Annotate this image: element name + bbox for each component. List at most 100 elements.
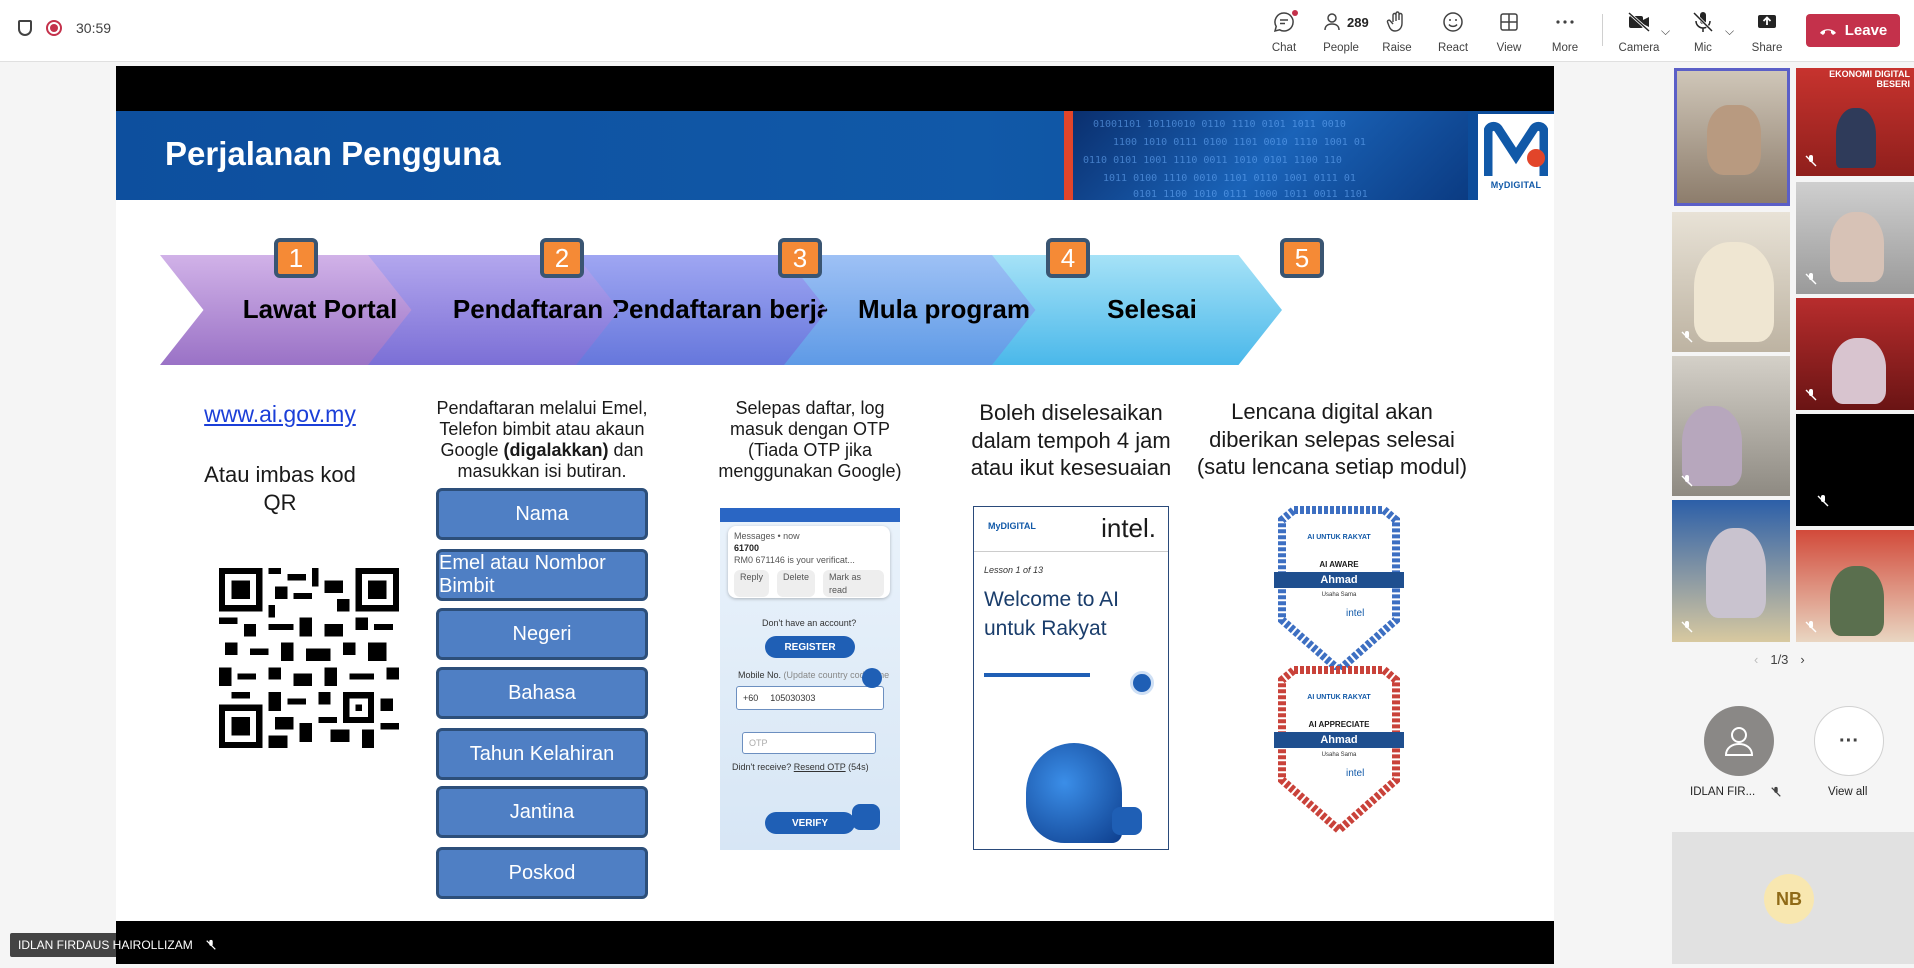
participant-tile-nb[interactable]: NB bbox=[1672, 832, 1914, 964]
meeting-toolbar: 30:59 Chat 289 People Raise React View M… bbox=[0, 0, 1914, 62]
share-button[interactable]: Share bbox=[1740, 10, 1794, 54]
avatar-initials: NB bbox=[1764, 874, 1814, 924]
view-all-label: View all bbox=[1828, 786, 1868, 798]
step-label-5: Selesai bbox=[1107, 294, 1197, 325]
recording-icon bbox=[46, 20, 62, 36]
mic-muted-icon bbox=[1805, 273, 1817, 285]
more-icon bbox=[1556, 20, 1574, 24]
program-description: Boleh diselesaikan dalam tempoh 4 jam at… bbox=[970, 400, 1172, 480]
participant-avatar[interactable] bbox=[1704, 706, 1774, 776]
people-count: 289 bbox=[1347, 15, 1369, 30]
accessibility-icon bbox=[862, 668, 882, 688]
page-indicator: 1/3 bbox=[1770, 652, 1789, 667]
step-arrow-5: Selesai bbox=[992, 255, 1282, 365]
registration-description: Pendaftaran melalui Emel, Telefon bimbit… bbox=[436, 398, 648, 482]
field-poskod: Poskod bbox=[436, 847, 648, 899]
login-description: Selepas daftar, log masuk dengan OTP (Ti… bbox=[718, 398, 902, 482]
registration-desc-text-end: dan masukkan isi butiran. bbox=[457, 440, 644, 482]
portal-link[interactable]: www.ai.gov.my bbox=[204, 401, 356, 427]
mic-muted-icon bbox=[1681, 475, 1693, 487]
course-card: MyDIGITAL intel. Lesson 1 of 13 Welcome … bbox=[973, 506, 1169, 850]
participant-video-tile[interactable] bbox=[1796, 414, 1914, 526]
participant-video-tile[interactable] bbox=[1796, 298, 1914, 410]
chat-icon bbox=[1273, 12, 1294, 33]
view-all-button[interactable]: ··· bbox=[1814, 706, 1884, 776]
card-brand: MyDIGITAL bbox=[988, 521, 1036, 531]
portal-link-block: www.ai.gov.my bbox=[180, 400, 380, 429]
badge-description: Lencana digital akan diberikan selepas s… bbox=[1196, 399, 1468, 479]
participant-name: IDLAN FIR... bbox=[1690, 786, 1756, 798]
more-label: More bbox=[1551, 42, 1579, 54]
participant-video-tile[interactable]: EKONOMI DIGITAL BESERI bbox=[1796, 68, 1914, 176]
mic-muted-icon bbox=[1681, 331, 1693, 343]
step-number-5: 5 bbox=[1280, 238, 1324, 278]
step-number-2: 2 bbox=[540, 238, 584, 278]
phone-mobile-field: +60 105030303 bbox=[736, 686, 884, 710]
next-page-icon[interactable]: › bbox=[1800, 652, 1805, 667]
previous-page-icon[interactable]: ‹ bbox=[1754, 652, 1759, 667]
gallery-pager: ‹ 1/3 › bbox=[1754, 652, 1805, 667]
participant-video-tile[interactable] bbox=[1672, 212, 1790, 352]
sms-notification: Messages • now 61700 RM0 671146 is your … bbox=[728, 526, 890, 598]
badge-shape bbox=[1278, 666, 1400, 836]
mic-button[interactable]: Mic bbox=[1676, 10, 1730, 54]
badge2-intel: intel bbox=[1346, 768, 1365, 779]
view-button[interactable]: View bbox=[1482, 10, 1536, 54]
mic-muted-icon bbox=[1817, 495, 1829, 507]
camera-off-icon bbox=[1627, 11, 1651, 33]
mic-muted-icon bbox=[1805, 389, 1817, 401]
qr-code-image bbox=[219, 568, 399, 748]
badge2-program: AI UNTUK RAKYAT bbox=[1307, 694, 1371, 701]
participant-video-tile[interactable] bbox=[1672, 356, 1790, 496]
phone-otp-field: OTP bbox=[742, 732, 876, 754]
chat-unread-dot bbox=[1292, 10, 1298, 16]
notif-body: RM0 671146 is your verificat... bbox=[734, 555, 855, 566]
react-label: React bbox=[1437, 42, 1469, 54]
participant-video-tile[interactable] bbox=[1674, 68, 1790, 206]
card-progress-bar bbox=[984, 673, 1090, 677]
tile-banner-text: EKONOMI DIGITAL BESERI bbox=[1829, 69, 1910, 89]
meeting-status: 30:59 bbox=[18, 20, 111, 36]
camera-label: Camera bbox=[1618, 42, 1660, 54]
resend-link: Resend OTP bbox=[793, 762, 846, 772]
card-lesson: Lesson 1 of 13 bbox=[984, 565, 1044, 575]
badge1-level: AI AWARE bbox=[1319, 560, 1359, 569]
leave-button[interactable]: Leave bbox=[1806, 14, 1900, 47]
shared-screen: Perjalanan Pengguna 01001101 10110010 01… bbox=[116, 66, 1554, 964]
mic-off-icon bbox=[1692, 11, 1714, 33]
participant-video-tile[interactable] bbox=[1672, 500, 1790, 642]
participant-video-tile[interactable] bbox=[1796, 182, 1914, 294]
phone-register-button: REGISTER bbox=[765, 636, 855, 658]
chat-button[interactable]: Chat bbox=[1257, 10, 1311, 54]
notif-reply: Reply bbox=[734, 570, 770, 597]
people-button[interactable]: 289 People bbox=[1314, 10, 1369, 54]
mic-options-chevron-icon[interactable]: ⌵ bbox=[1725, 24, 1735, 38]
more-button[interactable]: More bbox=[1538, 10, 1592, 54]
step-number-4: 4 bbox=[1046, 238, 1090, 278]
step-number-1: 1 bbox=[274, 238, 318, 278]
share-label: Share bbox=[1751, 42, 1783, 54]
shield-icon bbox=[18, 20, 32, 36]
field-negeri: Negeri bbox=[436, 608, 648, 660]
slide-title: Perjalanan Pengguna bbox=[165, 135, 501, 172]
camera-options-chevron-icon[interactable]: ⌵ bbox=[1661, 24, 1671, 38]
camera-button[interactable]: Camera bbox=[1612, 10, 1666, 54]
leave-label: Leave bbox=[1844, 22, 1888, 39]
field-tahun-kelahiran: Tahun Kelahiran bbox=[436, 728, 648, 780]
country-code: +60 bbox=[743, 693, 759, 703]
raise-hand-button[interactable]: Raise bbox=[1370, 10, 1424, 54]
badge2-sub: Usaha Sama bbox=[1321, 752, 1357, 758]
chat-bubble-icon bbox=[852, 804, 880, 830]
more-icon: ··· bbox=[1839, 729, 1859, 752]
qr-instruction: Atau imbas kod QR bbox=[204, 462, 356, 515]
badge2-name: Ahmad bbox=[1274, 732, 1404, 748]
slide-header: Perjalanan Pengguna 01001101 10110010 01… bbox=[116, 111, 1554, 200]
react-button[interactable]: React bbox=[1426, 10, 1480, 54]
card-accessibility-icon bbox=[1130, 671, 1154, 695]
meeting-timer: 30:59 bbox=[76, 20, 112, 36]
ai-head-illustration bbox=[1026, 743, 1122, 843]
resend-row: Didn't receive? Resend OTP (54s) bbox=[732, 762, 869, 772]
mobile-value: 105030303 bbox=[770, 693, 816, 703]
badge2-level: AI APPRECIATE bbox=[1308, 720, 1370, 729]
participant-video-tile[interactable] bbox=[1796, 530, 1914, 642]
